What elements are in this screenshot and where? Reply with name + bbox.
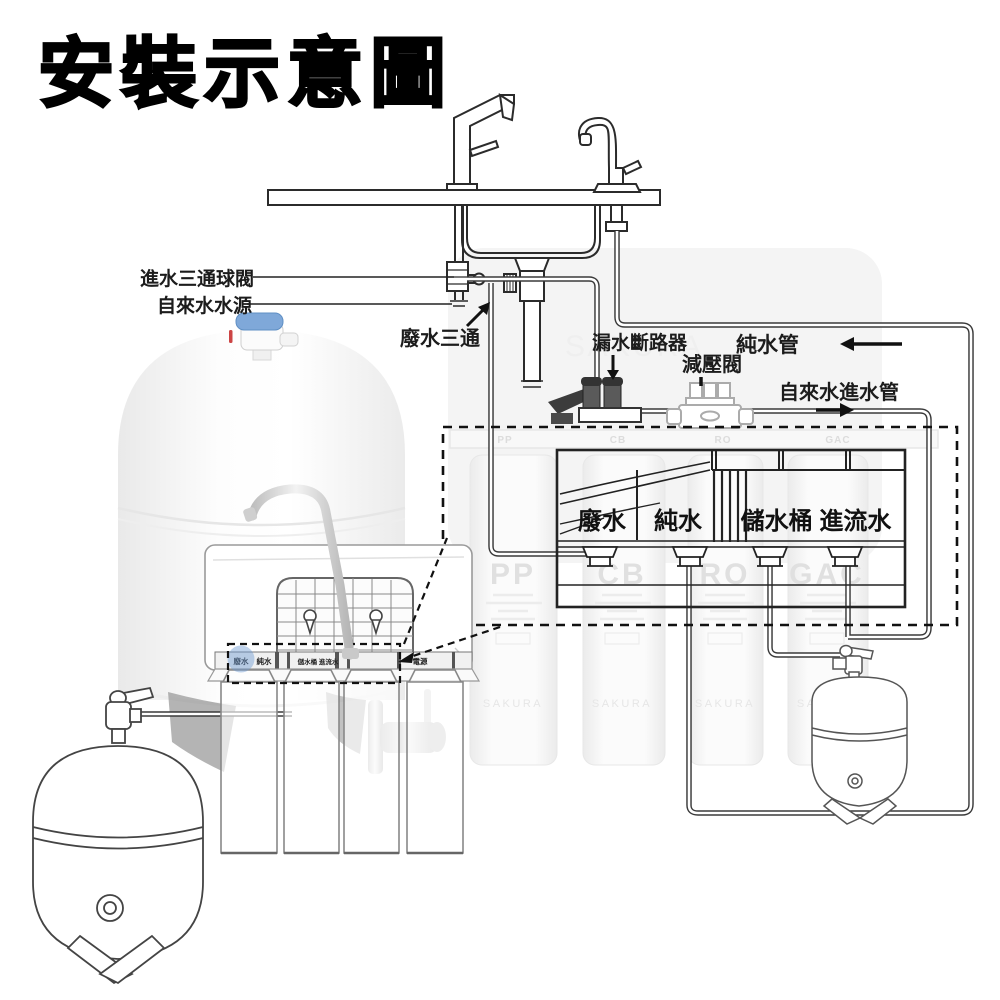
storage-tank-bottom-right <box>811 644 908 825</box>
ro-faucet <box>578 116 643 193</box>
watermark-sakura-2: SAKURA <box>592 698 652 710</box>
label-pure-water-pipe: 純水管 <box>736 333 799 357</box>
filter-code-top-ro: RO <box>715 435 732 446</box>
leak-breaker-arrow <box>607 370 619 380</box>
gooseneck-faucet-photo <box>243 484 359 660</box>
machine-filter-housings <box>220 669 464 855</box>
detail-label-waste: 廢水 <box>578 507 627 535</box>
detail-manifold-outline <box>555 448 907 609</box>
ro-faucet-shank <box>605 204 628 232</box>
filter-badges <box>495 632 845 645</box>
port-label-power: 電源 <box>413 656 428 666</box>
label-inlet-valve: 進水三通球閥 <box>140 267 254 290</box>
waste-tee-arrow <box>478 302 490 315</box>
label-leak-breaker: 漏水斷路器 <box>592 331 688 354</box>
callouts: 進水三通球閥 自來水水源 廢水三通 漏水斷路器 減壓閥 純水管 自來水進水管 <box>140 267 902 417</box>
port-label-waste: 廢水 <box>233 656 249 666</box>
tank-valve-blue <box>229 312 299 361</box>
storage-tank-bottom-left <box>32 686 204 985</box>
zoom-callout-lines <box>402 537 501 659</box>
page-title: 安裝示意圖 <box>38 32 453 117</box>
port-label-pure: 純水 <box>257 656 272 666</box>
waste-port-highlight <box>227 645 255 673</box>
label-tap-inlet-pipe: 自來水進水管 <box>779 380 899 404</box>
filter-code-top-pp: PP <box>497 435 512 446</box>
leak-breaker-device <box>548 377 642 424</box>
tap-inlet-arrow <box>840 403 854 417</box>
detail-port-nuts <box>581 546 864 567</box>
filter-code-top-gac: GAC <box>825 435 850 446</box>
valve-red-mark <box>229 330 233 343</box>
label-tap-water-source: 自來水水源 <box>157 294 252 317</box>
detail-zoom-box: 廢水 純水 儲水桶 進流水 <box>441 425 959 627</box>
filter-code-top-cb: CB <box>610 435 626 446</box>
filter-spec-lines <box>486 593 856 621</box>
background-watermark: SAKURA <box>565 330 703 363</box>
watermark-sakura-1: SAKURA <box>483 698 543 710</box>
port-label-tank-inflow: 儲水桶 進流水 <box>297 657 339 666</box>
zoom-source-box <box>226 642 402 685</box>
watermark-sakura-3: SAKURA <box>695 698 755 710</box>
filter-code-ro: RO <box>700 558 751 591</box>
ro-machine: 廢水 純水 儲水桶 進流水 電源 <box>204 537 501 855</box>
label-waste-tee: 廢水三通 <box>400 326 480 350</box>
detail-label-tank-inflow: 儲水桶 進流水 <box>741 508 893 535</box>
pure-water-arrow <box>840 337 854 351</box>
pressure-reducing-valve-device <box>666 382 754 429</box>
label-pressure-valve: 減壓閥 <box>682 352 742 376</box>
zoom-callout-arrowhead <box>398 652 414 663</box>
keyhole-slots <box>303 609 383 636</box>
filter-code-pp: PP <box>490 558 536 591</box>
detail-label-pure: 純水 <box>654 507 703 535</box>
sink-counter-assembly <box>267 92 661 388</box>
main-faucet <box>446 92 516 191</box>
drain-waste-tee <box>503 257 551 388</box>
